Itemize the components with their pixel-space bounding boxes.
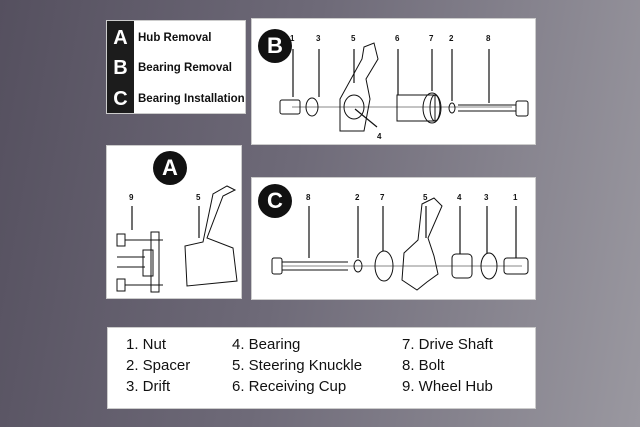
part-label: 5 (423, 193, 428, 202)
part-label: 2 (355, 193, 360, 202)
wheel-hub-part (116, 233, 126, 247)
legend-label: Bearing Installation (138, 93, 245, 105)
legend-letter-column (107, 21, 134, 113)
part-label: 2 (449, 34, 454, 43)
part-label: 7 (380, 193, 385, 202)
bearing-installation-diagram: C 8 2 7 5 4 3 1 (251, 177, 536, 300)
bearing-installation-illustration: 8 2 7 5 4 3 1 (271, 193, 529, 291)
part-label: 6 (395, 34, 400, 43)
key-item: 1. Nut (126, 336, 167, 353)
part-label: 1 (290, 34, 295, 43)
hub-removal-diagram: A 9 5 (106, 145, 242, 299)
key-column: 7. Drive Shaft 8. Bolt 9. Wheel Hub (402, 336, 493, 395)
knuckle-part (184, 185, 238, 287)
key-item: 5. Steering Knuckle (232, 357, 363, 374)
spacer-part (353, 259, 363, 273)
knuckle-part (401, 197, 443, 291)
drive-shaft-part (422, 92, 442, 124)
legend-label: Bearing Removal (138, 62, 232, 74)
receiving-cup-part (396, 94, 436, 122)
legend-letter: C (113, 87, 128, 110)
legend-label: Hub Removal (138, 32, 212, 44)
nut-part (279, 99, 301, 115)
drift-part (305, 97, 319, 117)
legend-item-b: B Bearing Removal (107, 53, 232, 83)
legend-item-a: A Hub Removal (107, 23, 212, 53)
key-item: 8. Bolt (402, 357, 445, 374)
bolt-part (271, 257, 283, 275)
panel-badge: A (153, 151, 187, 185)
bearing-removal-illustration: 1 3 5 6 7 2 8 4 (279, 34, 529, 141)
part-label: 9 (129, 193, 134, 202)
drive-shaft-part (374, 250, 394, 282)
drift-part (480, 252, 498, 280)
part-label: 8 (486, 34, 491, 43)
legend-letter: B (113, 56, 128, 79)
legend-letter: A (113, 26, 128, 49)
part-label: 5 (351, 34, 356, 43)
key-item: 3. Drift (126, 378, 171, 395)
key-column: 1. Nut 2. Spacer 3. Drift (126, 336, 190, 395)
knuckle-part (339, 42, 379, 132)
hub-removal-illustration: 9 5 (116, 185, 238, 293)
part-label: 4 (377, 132, 382, 141)
key-item: 6. Receiving Cup (232, 378, 347, 395)
part-label: 5 (196, 193, 201, 202)
key-item: 2. Spacer (126, 357, 191, 374)
bearing-part (451, 253, 473, 279)
spacer-part (448, 102, 456, 114)
key-column: 4. Bearing 5. Steering Knuckle 6. Receiv… (232, 336, 362, 395)
parts-key: 1. Nut 2. Spacer 3. Drift 4. Bearing 5. … (107, 327, 536, 409)
part-label: 7 (429, 34, 434, 43)
bearing-removal-diagram: B 1 3 5 6 7 2 8 4 (251, 18, 536, 145)
key-item: 7. Drive Shaft (402, 336, 493, 353)
legend-item-c: C Bearing Installation (107, 84, 245, 114)
procedure-legend: A Hub Removal B Bearing Removal C Bearin… (106, 20, 246, 114)
part-label: 3 (316, 34, 321, 43)
part-label: 3 (484, 193, 489, 202)
bolt-part (458, 104, 516, 112)
part-label: 4 (457, 193, 462, 202)
part-label: 1 (513, 193, 518, 202)
key-item: 9. Wheel Hub (402, 378, 493, 395)
part-label: 8 (306, 193, 311, 202)
key-item: 4. Bearing (232, 336, 301, 353)
panel-badge: C (258, 184, 292, 218)
panel-badge: B (258, 29, 292, 63)
